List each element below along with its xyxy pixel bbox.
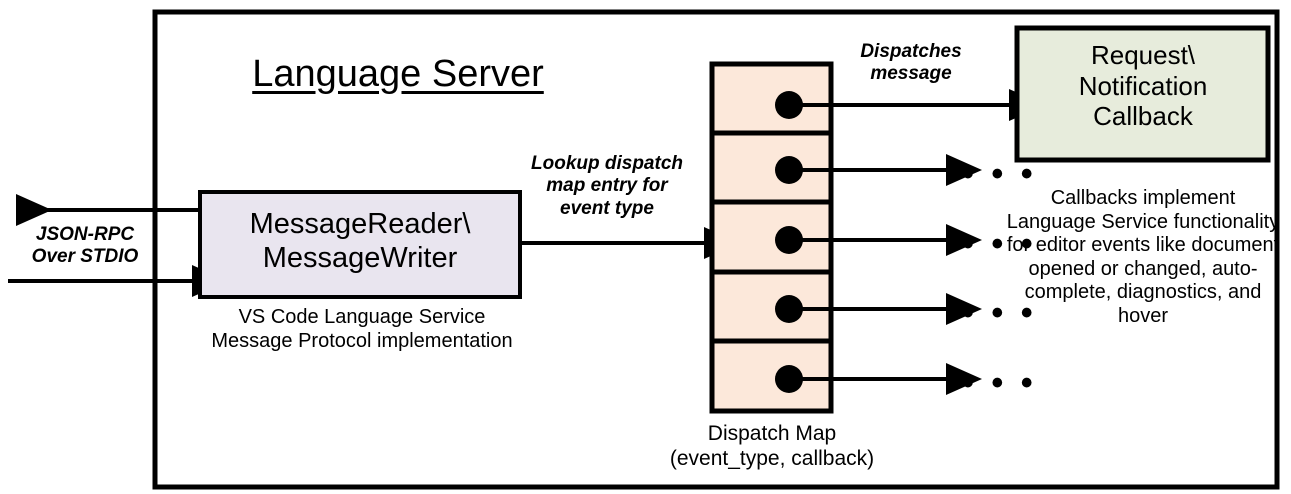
dispatch-map-row-2-dot [775,156,803,184]
dispatch-map-row-4-dot [775,295,803,323]
dispatch-map-row-3-dot [775,226,803,254]
json-rpc-channel-label: JSON-RPC Over STDIO [31,224,139,268]
request-notification-callback-caption: Callbacks implement Language Service fun… [1006,187,1280,327]
page-title: Language Server [252,53,544,95]
dispatch-map-row-3-ellipsis: • • • [962,225,1037,263]
dispatch-map-row-2-ellipsis: • • • [962,155,1037,193]
dispatches-message-edge-label: Dispatches message [860,41,962,85]
request-notification-callback-label: Request\ Notification Callback [1078,40,1208,132]
message-reader-writer-caption: VS Code Language Service Message Protoco… [211,306,513,352]
dispatch-map-row-4-ellipsis: • • • [962,294,1037,332]
dispatch-map-row-5-dot [775,365,803,393]
dispatch-map-table [709,61,834,414]
message-reader-writer-label: MessageReader\ MessageWriter [249,208,471,275]
dispatch-map-row-1-dot [775,91,803,119]
lookup-dispatch-edge-label: Lookup dispatch map entry for event type [531,153,683,219]
dispatch-map-caption: Dispatch Map (event_type, callback) [669,422,875,470]
dispatch-map-row-5-ellipsis: • • • [962,364,1037,402]
